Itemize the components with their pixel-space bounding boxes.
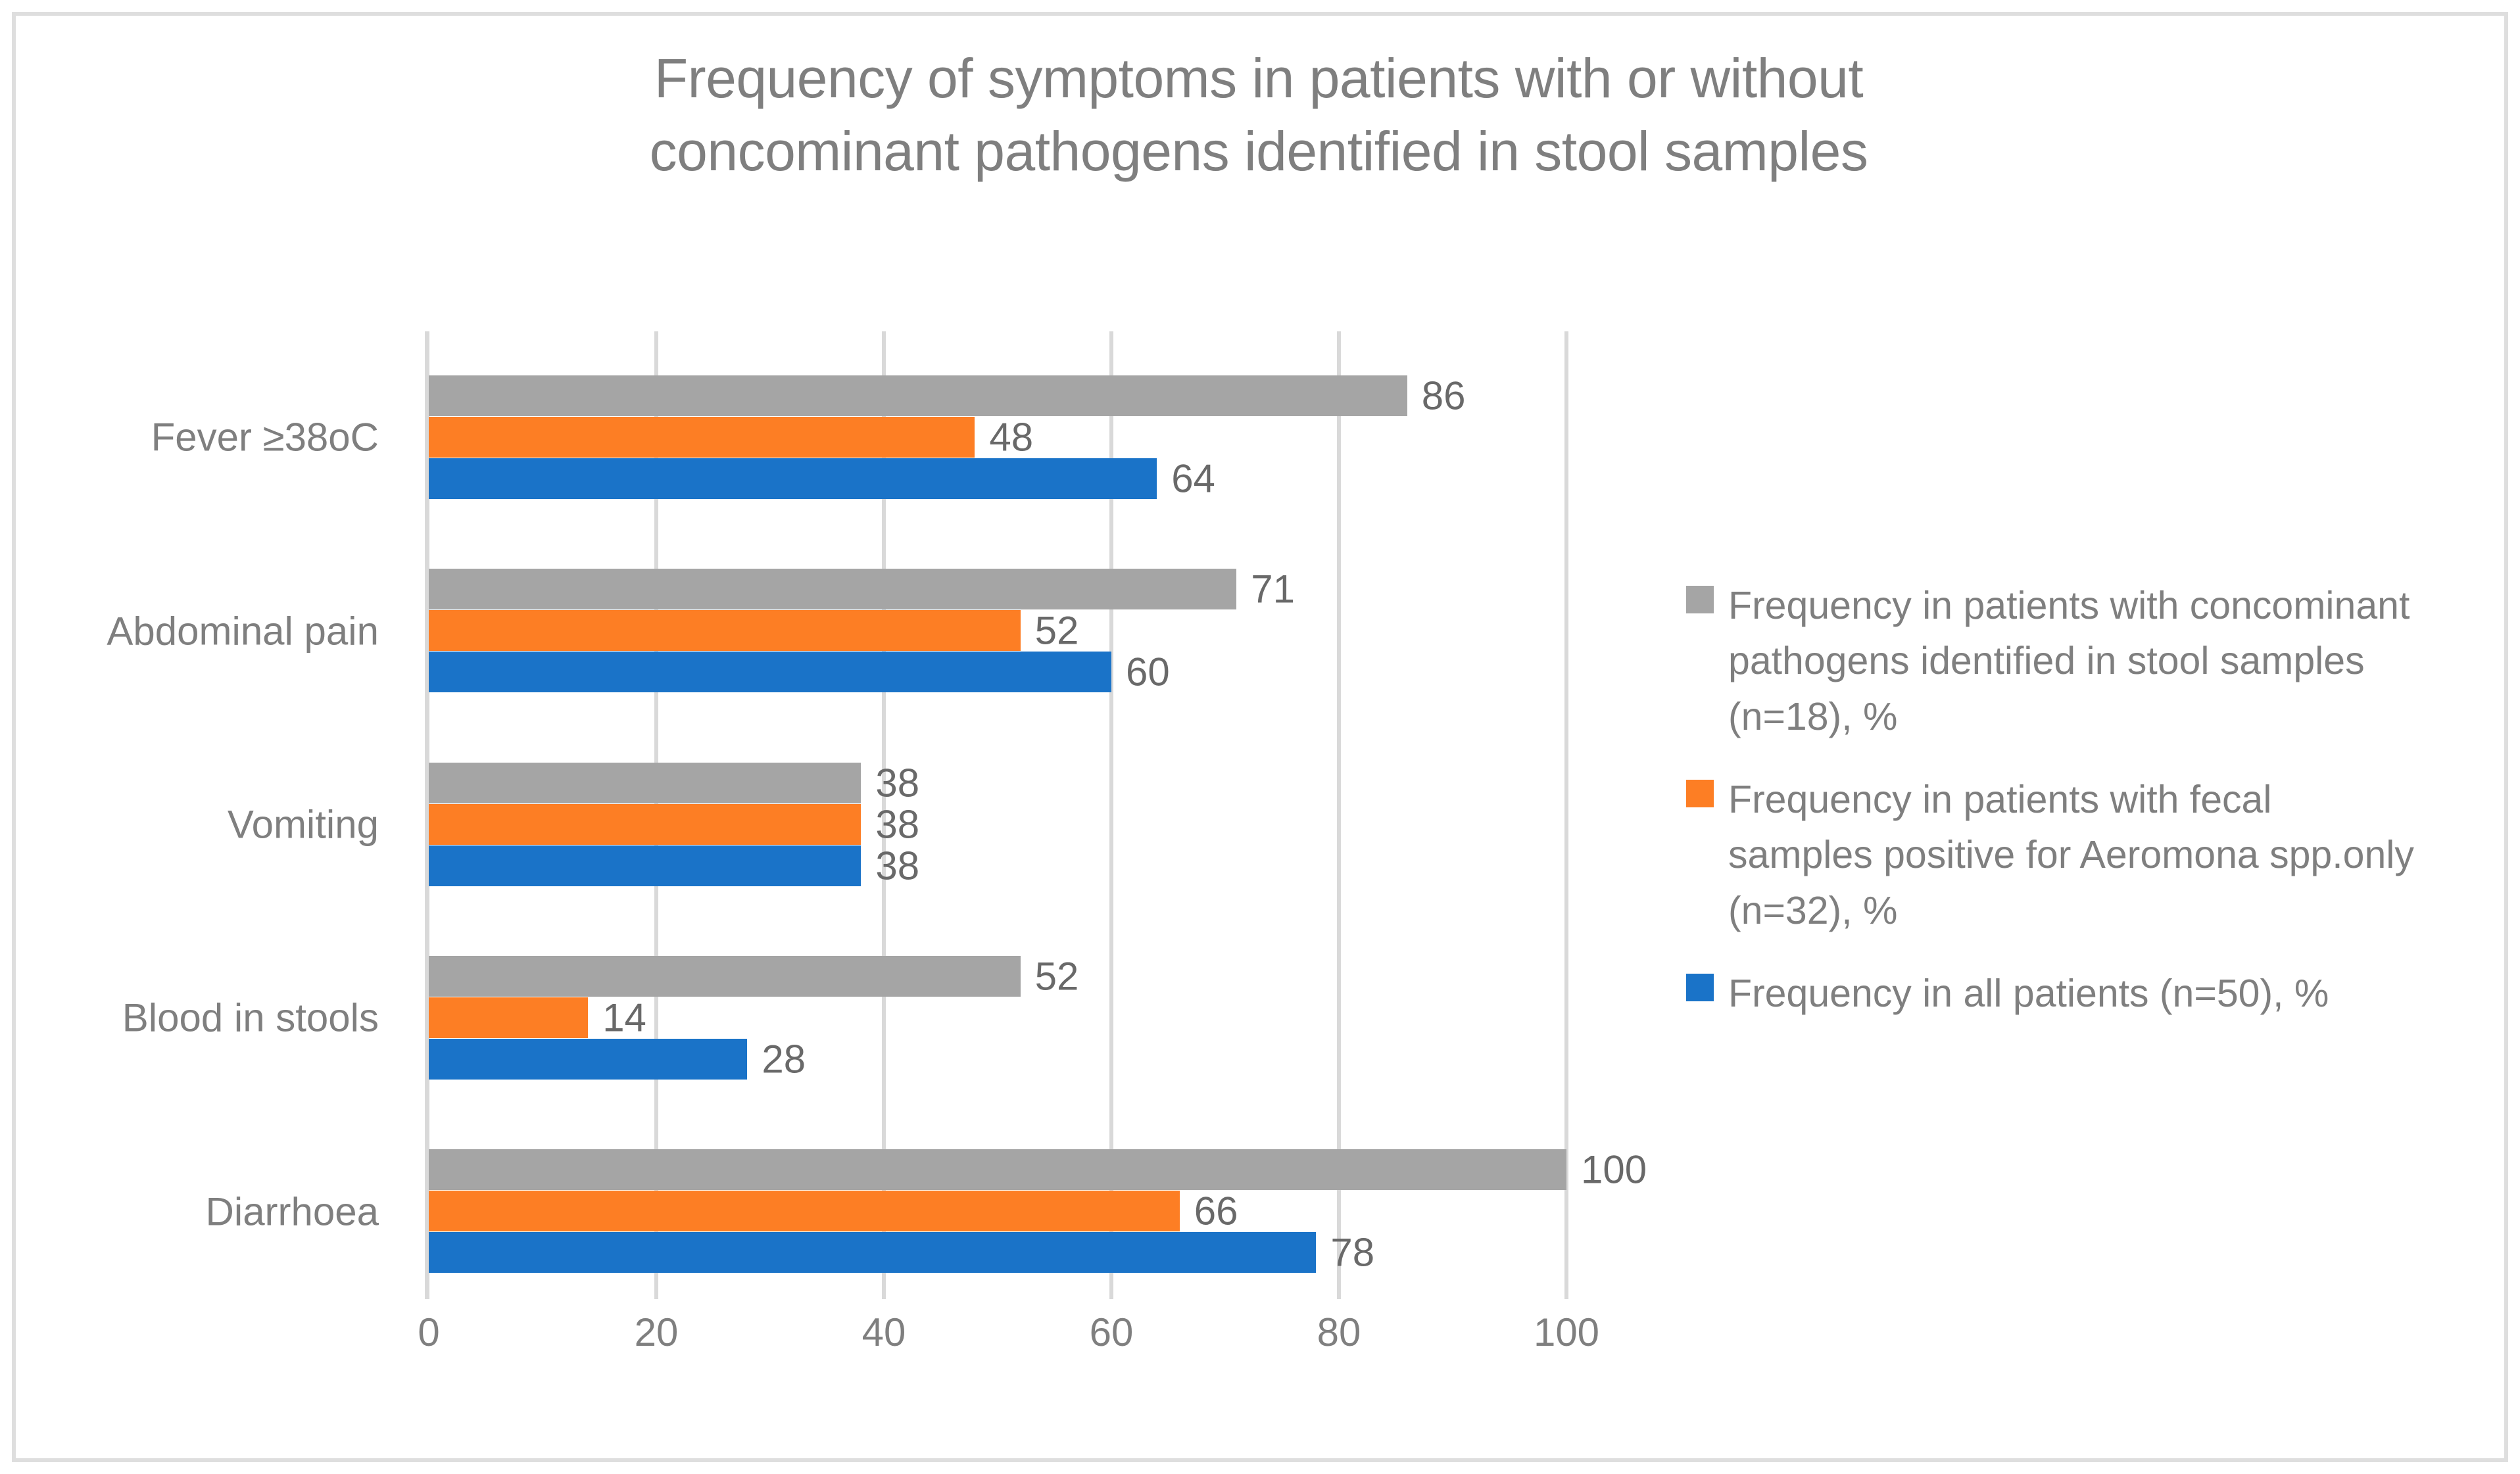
bar[interactable] (429, 375, 1407, 416)
x-axis-tick-label: 20 (634, 1310, 679, 1354)
bar-value-label: 52 (1034, 954, 1079, 999)
bar-row: 78 (429, 1230, 1566, 1275)
bar-row: 38 (429, 802, 1566, 846)
bar-row: 64 (429, 456, 1566, 501)
bar-value-label: 64 (1171, 456, 1215, 501)
x-axis-tick-label: 40 (861, 1310, 906, 1354)
bar-row: 52 (429, 954, 1566, 999)
legend-item-label: Frequency in patients with concominant p… (1728, 584, 2410, 738)
chart-legend: Frequency in patients with concominant p… (1686, 578, 2475, 1049)
bar[interactable] (429, 1038, 748, 1080)
bar-value-label: 28 (762, 1037, 806, 1082)
category-label: Blood in stools (122, 995, 379, 1040)
bar-value-label: 52 (1034, 608, 1079, 653)
legend-swatch-icon (1686, 586, 1714, 613)
legend-swatch-icon (1686, 974, 1714, 1002)
bar-value-label: 38 (875, 761, 920, 805)
bar-row: 52 (429, 608, 1566, 653)
bar-row: 66 (429, 1189, 1566, 1233)
gridline (882, 331, 886, 1299)
bar[interactable] (429, 610, 1021, 652)
bar-group: 71 52 60 (429, 567, 1566, 694)
gridline (1337, 331, 1341, 1299)
bar-row: 60 (429, 650, 1566, 694)
legend-item[interactable]: Frequency in patients with concominant p… (1686, 578, 2475, 744)
bar-value-label: 48 (989, 415, 1034, 460)
legend-item-label: Frequency in all patients (n=50), % (1728, 972, 2329, 1016)
bar[interactable] (429, 652, 1111, 693)
bar[interactable] (429, 845, 861, 886)
bar-value-label: 86 (1421, 373, 1466, 418)
x-axis-tick-label: 100 (1533, 1310, 1600, 1354)
gridline (1109, 331, 1113, 1299)
bar-value-label: 100 (1581, 1147, 1647, 1192)
bar-row: 100 (429, 1148, 1647, 1192)
legend-item[interactable]: Frequency in patients with fecal samples… (1686, 772, 2475, 938)
chart-title-line-2: concominant pathogens identified in stoo… (649, 120, 1868, 182)
bar-row: 38 (429, 844, 1566, 888)
bar-row: 48 (429, 415, 1566, 460)
bar-value-label: 66 (1194, 1189, 1238, 1233)
chart-title: Frequency of symptoms in patients with o… (174, 42, 2344, 188)
category-label: Vomiting (227, 802, 379, 847)
bar-value-label: 71 (1251, 567, 1296, 611)
bar[interactable] (429, 1232, 1317, 1273)
bar-group: 100 66 78 (429, 1148, 1647, 1275)
bar-group: 86 48 64 (429, 373, 1566, 501)
bar-value-label: 60 (1126, 650, 1170, 694)
chart-frame: Frequency of symptoms in patients with o… (12, 12, 2508, 1462)
x-axis-tick-label: 80 (1317, 1310, 1361, 1354)
bar[interactable] (429, 803, 861, 845)
legend-item[interactable]: Frequency in all patients (n=50), % (1686, 966, 2475, 1021)
bar[interactable] (429, 569, 1237, 610)
bar-row: 71 (429, 567, 1566, 611)
bar[interactable] (429, 1149, 1566, 1191)
category-label: Diarrhoea (205, 1189, 379, 1234)
category-label: Fever ≥38oC (151, 415, 379, 460)
legend-swatch-icon (1686, 780, 1714, 808)
chart-title-line-1: Frequency of symptoms in patients with o… (654, 47, 1864, 109)
x-axis-tick-label: 0 (418, 1310, 440, 1354)
bar-value-label: 78 (1330, 1230, 1375, 1275)
bar-row: 28 (429, 1037, 1566, 1082)
bar-row: 14 (429, 995, 1566, 1040)
bar[interactable] (429, 1191, 1180, 1232)
gridline (1564, 331, 1568, 1299)
category-label: Abdominal pain (107, 609, 379, 654)
bar-value-label: 14 (602, 995, 646, 1040)
bar[interactable] (429, 955, 1021, 997)
legend-item-label: Frequency in patients with fecal samples… (1728, 778, 2414, 932)
bar[interactable] (429, 416, 975, 458)
bar-row: 86 (429, 373, 1566, 418)
bar-row: 38 (429, 761, 1566, 805)
bar-group: 52 14 28 (429, 954, 1566, 1082)
bar-value-label: 38 (875, 802, 920, 846)
bar-value-label: 38 (875, 844, 920, 888)
bar[interactable] (429, 762, 861, 803)
x-axis-tick-label: 60 (1089, 1310, 1134, 1354)
y-axis-line (425, 331, 429, 1299)
bar[interactable] (429, 458, 1157, 499)
bar[interactable] (429, 997, 589, 1038)
